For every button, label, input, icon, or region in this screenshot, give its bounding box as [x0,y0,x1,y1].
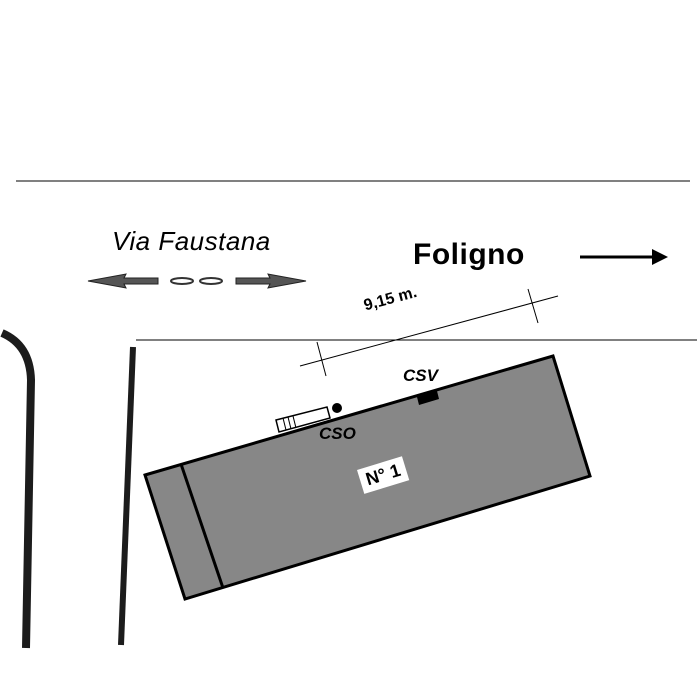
direction-arrow-icon [580,249,668,265]
cso-meter-box [275,406,331,433]
cso-meter-point [332,403,342,413]
right-arrow-icon [235,273,307,289]
road-edge-curve [0,329,36,649]
direction-label: Foligno [413,238,525,271]
dimension-tick-left [316,341,327,377]
csv-meter-box [417,391,439,405]
dimension-line [299,288,559,377]
road-edge-line [118,346,136,646]
dash-ellipse-1 [170,277,194,285]
building-internal-wall [179,463,225,589]
street-name-label: Via Faustana [112,226,271,256]
left-arrow-icon [87,273,159,289]
csv-label: CSV [403,366,438,385]
dash-ellipse-2 [199,277,223,285]
cso-label: CSO [319,424,356,443]
street-direction-arrows [87,273,307,289]
dimension-tick-right [527,288,539,324]
